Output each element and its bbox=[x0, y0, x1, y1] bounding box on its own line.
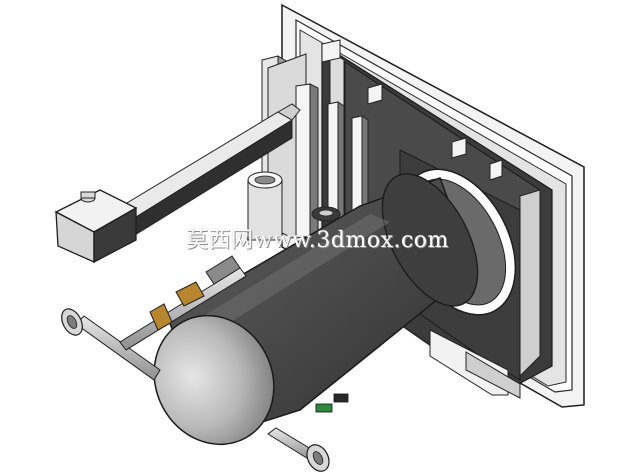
site-watermark: 莫西网www.3dmox.com bbox=[186, 228, 449, 253]
pressure-tank bbox=[153, 168, 517, 446]
inlet-piping bbox=[61, 255, 247, 381]
outlet-piping bbox=[267, 427, 330, 472]
support-arm bbox=[111, 103, 301, 239]
filter-cylinders bbox=[247, 171, 341, 241]
junction-box bbox=[54, 189, 138, 264]
